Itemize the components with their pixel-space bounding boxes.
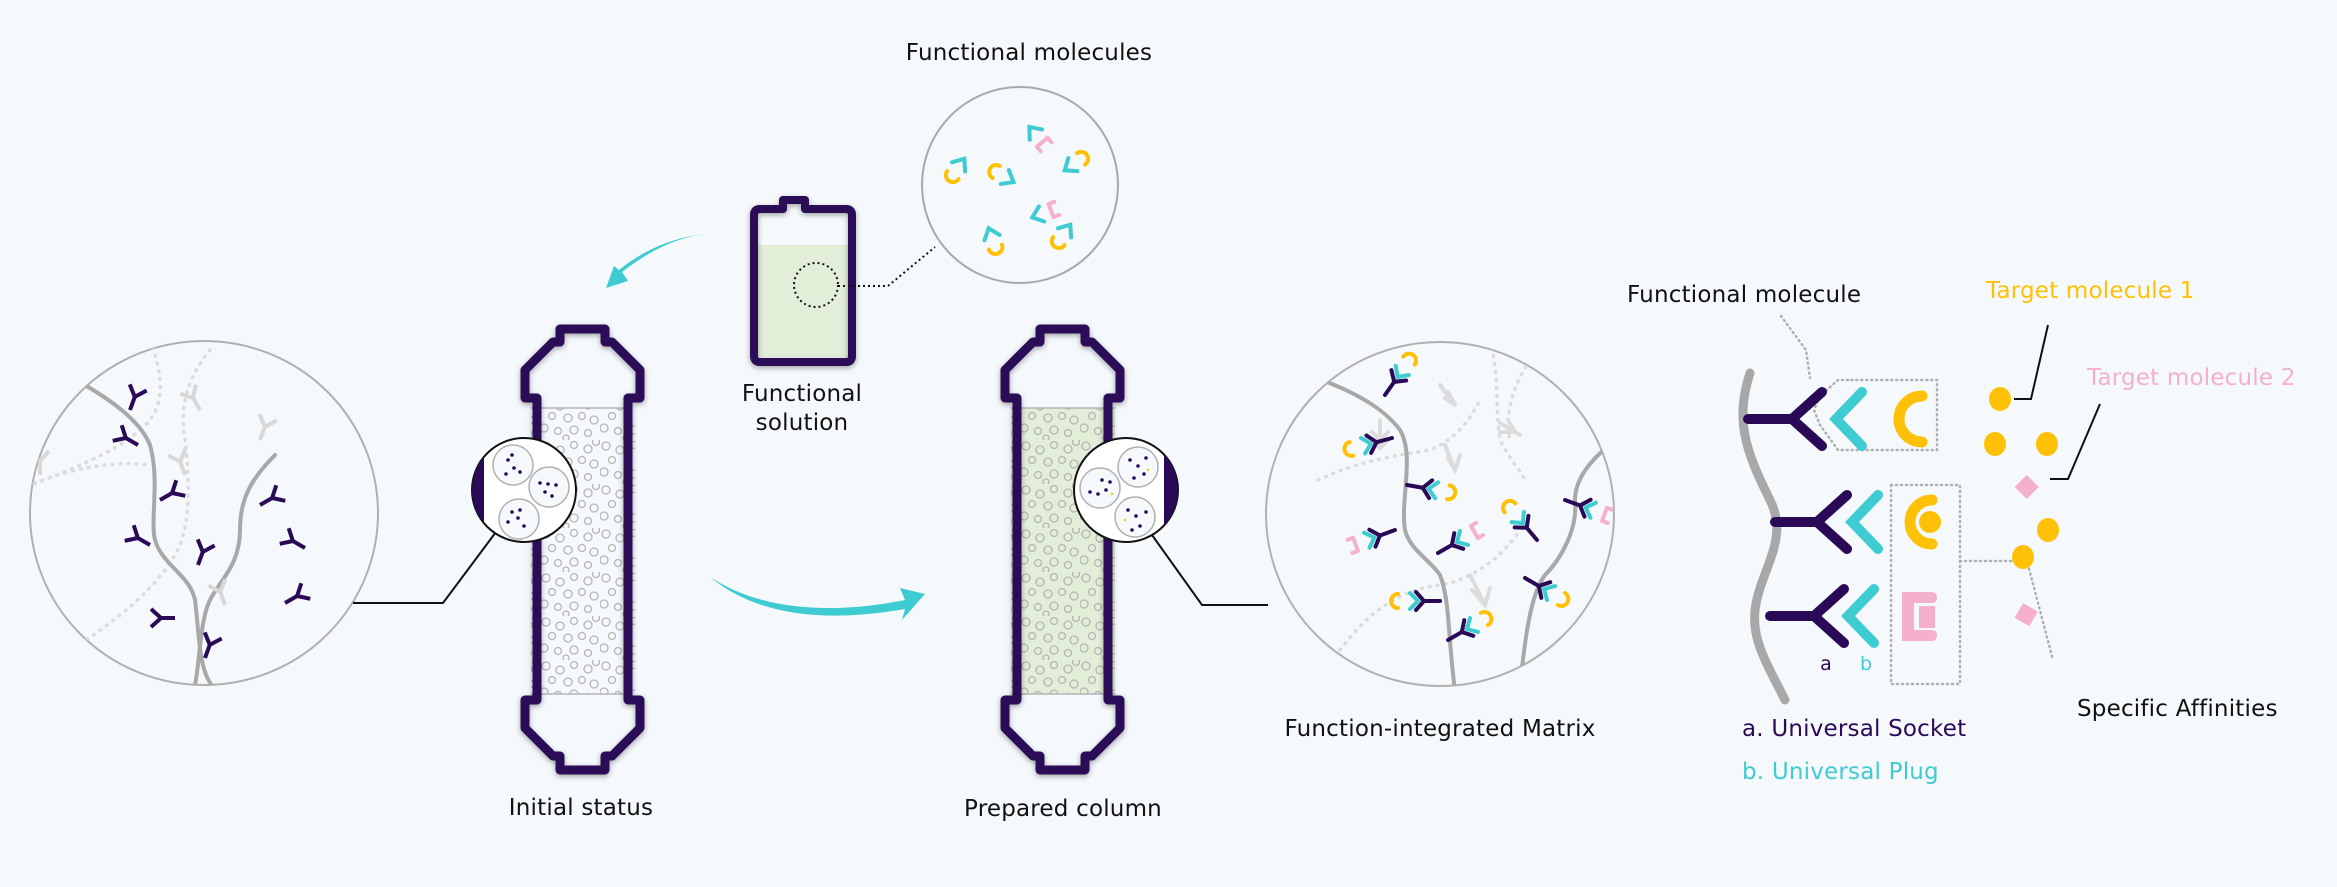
affinity-highlight (1889, 483, 1962, 686)
column-prepared (1000, 324, 1125, 775)
bound-target-1 (1919, 511, 1941, 533)
marker-a: a (1820, 653, 1832, 675)
matrix-fiber (1738, 368, 1790, 705)
background-fibers (1316, 342, 1532, 652)
target-1-callout (2014, 324, 2049, 400)
connector-line-initial (353, 531, 497, 604)
legend-universal-plug: b. Universal Plug (1742, 759, 1939, 785)
free-targets (1984, 387, 2059, 627)
pink-receptor-core (1919, 606, 1935, 628)
target-1-dot (1989, 387, 2011, 411)
functional-molecule-pointer (1779, 314, 1812, 380)
target-2-callout (2050, 403, 2101, 480)
target-2-diamond (2014, 474, 2039, 500)
mechanism-detail: a b (1738, 314, 2101, 705)
matrix-fibers (1325, 380, 1612, 686)
target-2-diamond (2014, 603, 2038, 627)
column-outline-prepared (1000, 324, 1125, 775)
target-1-dot (2036, 432, 2058, 456)
matrix-fibers (83, 383, 277, 685)
target-molecule-1-label: Target molecule 1 (1986, 278, 2195, 304)
initial-status-label: Initial status (508, 795, 654, 821)
target-1-dot (2037, 518, 2059, 542)
arrow-initial-to-prepared (710, 577, 925, 620)
complex-row-3 (1765, 584, 1905, 648)
functional-solution-line-2: solution (755, 410, 849, 436)
functional-solution-bottle (750, 196, 936, 366)
marker-b: b (1860, 653, 1872, 675)
matrix-circle (1265, 341, 1615, 687)
bound-complexes (1342, 351, 1614, 642)
functional-molecules-circle (921, 86, 1119, 284)
free-functional-molecules (943, 124, 1091, 257)
functional-solution-label: Functional solution (742, 380, 862, 438)
target-molecule-2-label: Target molecule 2 (2087, 365, 2296, 391)
bottle-outline (750, 196, 856, 366)
functional-molecule-highlight (1812, 378, 1939, 452)
affinity-pointer (1958, 559, 2055, 662)
target-1-dot (2012, 545, 2034, 569)
prepared-column-label: Prepared column (964, 796, 1162, 822)
arrow-fill-to-initial (606, 234, 708, 288)
functional-molecules-label: Functional molecules (905, 40, 1153, 66)
column-outline-initial (520, 324, 645, 775)
column-initial (520, 324, 645, 775)
initial-matrix-zoom (29, 340, 379, 686)
complex-row-2 (1770, 490, 1941, 554)
specific-affinities-label: Specific Affinities (2077, 696, 2278, 722)
legend-universal-socket: a. Universal Socket (1742, 716, 1967, 742)
functional-solution-line-1: Functional (741, 381, 863, 407)
inset-zoom-prepared (1073, 437, 1179, 543)
connector-line-prepared (1151, 534, 1268, 606)
function-integrated-matrix-zoom (1265, 341, 1615, 687)
bottle-zoom-connector (838, 246, 936, 287)
target-1-dot (1984, 432, 2006, 456)
function-integrated-matrix-label: Function-integrated Matrix (1284, 716, 1596, 742)
functional-molecules-zoom (921, 86, 1119, 284)
complex-row-1 (1743, 387, 1928, 451)
pink-receptor (1902, 592, 1937, 641)
inset-zoom-initial (471, 437, 577, 543)
functional-molecule-label: Functional molecule (1627, 282, 1862, 308)
